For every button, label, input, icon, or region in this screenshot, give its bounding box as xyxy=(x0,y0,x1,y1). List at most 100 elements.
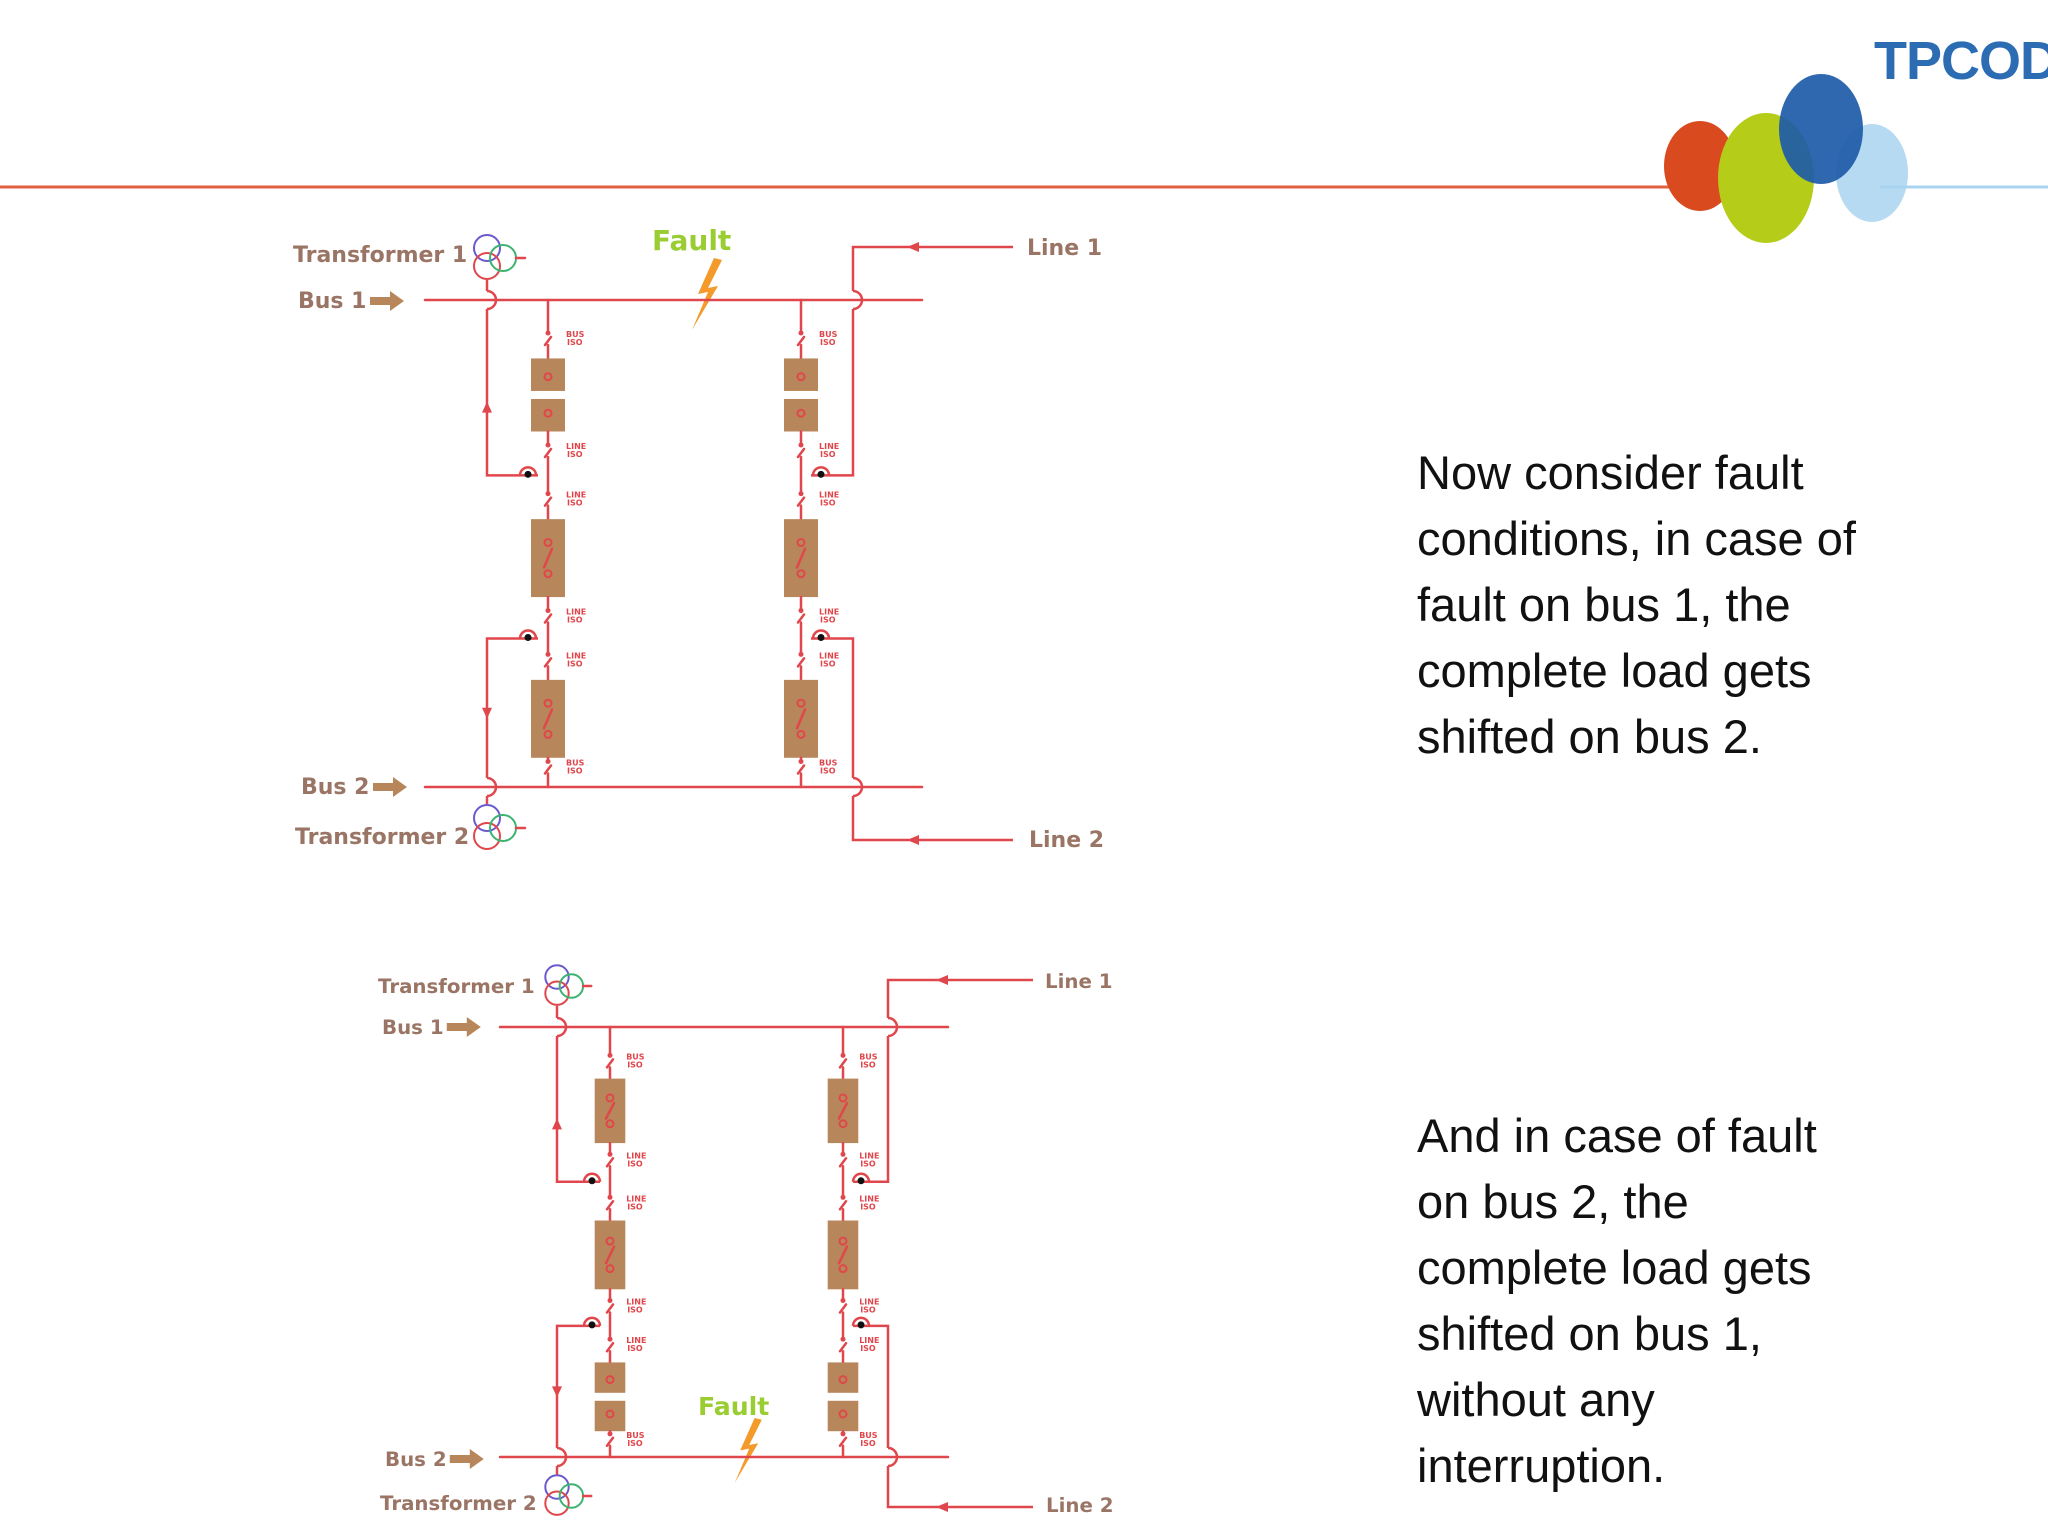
isolator-blade xyxy=(796,657,806,668)
isolator-blade xyxy=(838,1058,848,1069)
junction-dot xyxy=(817,633,825,641)
transformer1-label: Transformer 1 xyxy=(378,975,535,998)
isolator-label: ISO xyxy=(820,616,836,625)
text-line: interruption. xyxy=(1417,1439,1666,1492)
junction-icon xyxy=(851,1172,871,1182)
isolator-blade xyxy=(543,613,553,624)
conductor xyxy=(485,637,538,778)
fault-label: Fault xyxy=(698,1392,769,1421)
bus1-arrow-icon xyxy=(446,1017,481,1037)
crossover-hop xyxy=(852,289,864,311)
current-arrow-icon xyxy=(482,401,492,413)
isolator-label: BUS xyxy=(819,759,838,768)
isolator-blade xyxy=(838,1200,848,1211)
isolator-contact xyxy=(840,1298,846,1303)
isolator-label: ISO xyxy=(860,1344,876,1353)
breaker-blade xyxy=(604,1101,616,1120)
isolator-contact xyxy=(545,608,551,614)
logo-circle-red xyxy=(1664,121,1736,211)
isolator-label: ISO xyxy=(860,1159,876,1168)
breaker-contact xyxy=(796,538,806,548)
crossover-hop xyxy=(486,776,498,798)
isolator-label: ISO xyxy=(860,1202,876,1211)
isolator-blade xyxy=(543,447,553,459)
isolator-label: LINE xyxy=(566,442,586,451)
isolator-label: LINE xyxy=(566,651,586,660)
isolator-label: ISO xyxy=(627,1060,643,1069)
isolator-contact xyxy=(840,1052,846,1058)
isolator-label: ISO xyxy=(567,659,583,668)
isolator-contact xyxy=(607,1431,613,1437)
transformer1-label: Transformer 1 xyxy=(293,243,467,268)
transformer-winding-icon xyxy=(473,804,501,832)
text-line: shifted on bus 1, xyxy=(1417,1307,1762,1360)
breaker-box xyxy=(594,1400,626,1432)
breaker-blade xyxy=(542,547,554,569)
current-arrow-icon xyxy=(907,242,919,252)
isolator-blade xyxy=(796,447,806,459)
conductor xyxy=(886,978,1033,1018)
breaker-box xyxy=(784,358,818,391)
isolator-blade xyxy=(543,335,553,347)
crossover-hop xyxy=(556,1446,568,1468)
transformer-winding-icon xyxy=(544,964,570,990)
crossover-hop xyxy=(556,1016,568,1038)
isolator-blade xyxy=(838,1303,848,1314)
breaker-contact xyxy=(605,1093,615,1103)
transformer-winding-icon xyxy=(544,980,570,1006)
bus1-label: Bus 1 xyxy=(298,289,367,314)
breaker-contact xyxy=(838,1375,848,1385)
isolator-blade xyxy=(543,496,553,507)
isolator-label: LINE xyxy=(626,1336,646,1345)
isolator-label: ISO xyxy=(627,1159,643,1168)
isolator-contact xyxy=(798,759,804,765)
text-line: And in case of fault xyxy=(1417,1109,1817,1162)
transformer-winding-icon xyxy=(473,252,501,280)
isolator-label: ISO xyxy=(567,767,583,776)
isolator-label: BUS xyxy=(566,330,585,339)
isolator-contact xyxy=(840,1194,846,1200)
breaker-box xyxy=(827,1400,859,1432)
isolator-contact xyxy=(798,651,804,657)
current-arrow-icon xyxy=(936,1502,948,1512)
isolator-label: LINE xyxy=(859,1151,879,1160)
breaker-contact xyxy=(543,408,553,418)
crossover-hop xyxy=(887,1446,899,1468)
bus2-label: Bus 2 xyxy=(385,1448,447,1471)
isolator-contact xyxy=(840,1151,846,1157)
isolator-label: ISO xyxy=(820,450,836,459)
isolator-label: ISO xyxy=(627,1439,643,1448)
crossover-hop xyxy=(486,289,498,311)
isolator-label: ISO xyxy=(860,1306,876,1315)
isolator-blade xyxy=(605,1341,615,1353)
line1-label: Line 1 xyxy=(1045,970,1113,993)
junction-icon xyxy=(582,1172,602,1182)
isolator-label: LINE xyxy=(566,491,586,500)
isolator-contact xyxy=(545,759,551,765)
isolator-label: BUS xyxy=(626,1052,645,1061)
conductor xyxy=(851,796,1013,842)
breaker-contact xyxy=(543,729,553,739)
isolator-blade xyxy=(605,1436,615,1448)
isolator-blade xyxy=(796,764,806,775)
transformer2-label: Transformer 2 xyxy=(295,825,469,850)
isolator-label: ISO xyxy=(820,659,836,668)
breaker-contact xyxy=(838,1264,848,1274)
isolator-blade xyxy=(838,1436,848,1448)
isolator-contact xyxy=(545,491,551,497)
isolator-label: LINE xyxy=(859,1194,879,1203)
isolator-contact xyxy=(607,1298,613,1303)
transformer-winding-icon xyxy=(473,822,501,850)
isolator-contact xyxy=(798,491,804,497)
isolator-label: ISO xyxy=(627,1202,643,1211)
isolator-blade xyxy=(605,1303,615,1314)
conductor xyxy=(555,1324,600,1448)
transformer-winding-icon xyxy=(473,234,501,262)
breaker-blade xyxy=(837,1101,849,1120)
isolator-label: ISO xyxy=(627,1306,643,1315)
current-arrow-icon xyxy=(907,835,919,845)
junction-dot xyxy=(524,470,532,478)
junction-icon xyxy=(582,1316,602,1327)
current-arrow-icon xyxy=(552,1386,562,1398)
